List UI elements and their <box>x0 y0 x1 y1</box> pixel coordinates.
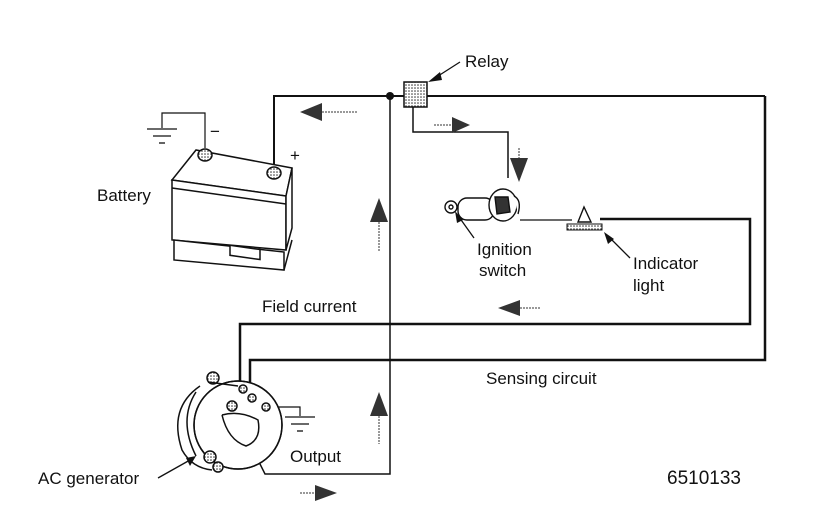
flow-arrow-left-field <box>498 300 540 316</box>
flow-arrow-up-lower <box>370 392 388 444</box>
flow-arrow-right-relay <box>434 117 470 133</box>
generator-ground-icon <box>285 416 315 432</box>
indicator-pointer-arrow <box>604 232 631 259</box>
wire-field-current <box>238 217 752 388</box>
ignition-switch-label-line1: Ignition <box>477 240 532 259</box>
wire-sensing-right <box>248 96 767 392</box>
ignition-switch-icon <box>444 188 521 222</box>
sensing-circuit-label: Sensing circuit <box>486 369 597 388</box>
junction-dot <box>386 92 394 100</box>
flow-arrow-left-top <box>300 103 357 121</box>
wire-battery-negative <box>161 112 206 148</box>
ignition-switch-label-line2: switch <box>479 261 527 280</box>
relay-box <box>403 81 428 108</box>
wire-relay-ignition <box>412 106 509 178</box>
battery-negative-label: − <box>210 122 220 141</box>
ac-generator-label: AC generator <box>38 469 140 488</box>
field-current-label: Field current <box>262 297 357 316</box>
indicator-light-label-line1: Indicator <box>633 254 699 273</box>
wire-battery-positive <box>273 95 765 170</box>
ac-generator-icon <box>177 371 283 473</box>
generator-pointer-arrow <box>157 456 196 479</box>
flow-arrow-down-ignition <box>510 148 528 182</box>
battery-label: Battery <box>97 186 151 205</box>
flow-arrow-up-upper <box>370 198 388 252</box>
figure-code: 6510133 <box>667 468 741 489</box>
wiring <box>161 95 767 475</box>
indicator-light-label-line2: light <box>633 276 665 295</box>
flow-arrows <box>300 103 540 501</box>
flow-arrow-right-output <box>300 485 337 501</box>
relay-label: Relay <box>465 52 509 71</box>
battery-ground-icon <box>147 128 177 144</box>
indicator-light-icon <box>566 205 603 231</box>
ignition-pointer-arrow <box>455 211 475 239</box>
output-label: Output <box>290 447 342 466</box>
battery-icon <box>170 148 293 271</box>
battery-positive-label: + <box>290 146 300 165</box>
relay-pointer-arrow <box>428 61 461 82</box>
